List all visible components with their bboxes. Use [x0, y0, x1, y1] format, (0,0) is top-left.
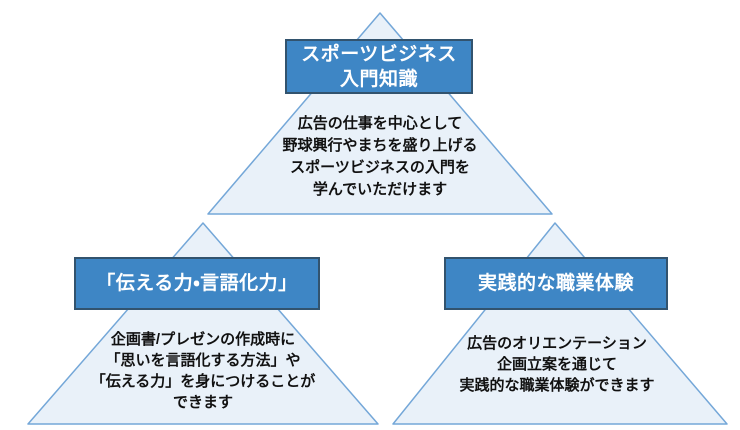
description-line: 企画立案を通じて — [496, 356, 617, 373]
description-line: 広告のオリエンテーション — [467, 335, 647, 352]
pyramid-sports-business: スポーツビジネス 入門知識 広告の仕事を中心として 野球興行やまちを盛り上げる … — [205, 10, 555, 216]
description-line: 企画書/プレゼンの作成時に — [110, 331, 296, 348]
pyramid-header: 「伝える力・言語化力」 — [74, 257, 320, 310]
pyramid-description: 広告のオリエンテーション 企画立案を通じて 実践的な職業体験ができます — [402, 333, 712, 396]
pyramid-communication-skill: 「伝える力・言語化力」 企画書/プレゼンの作成時に 「思いを言語化する方法」や … — [25, 220, 381, 426]
triangle-shape — [392, 222, 728, 425]
triangle-shape — [207, 12, 553, 215]
description-line: スポーツビジネスの入門を — [290, 159, 470, 176]
header-line: 実践的な職業体験 — [477, 273, 634, 294]
description-line: 「思いを言語化する方法」や — [105, 352, 301, 369]
triangle-shape — [27, 222, 379, 425]
header-line: 「伝える力・言語化力」 — [96, 273, 298, 294]
pyramid-header: 実践的な職業体験 — [444, 257, 668, 310]
header-line: スポーツビジネス — [301, 43, 457, 65]
description-line: 「伝える力」を身につけることが — [90, 373, 316, 390]
pyramid-work-experience: 実践的な職業体験 広告のオリエンテーション 企画立案を通じて 実践的な職業体験が… — [390, 220, 730, 426]
description-line: 学んでいただけます — [312, 181, 448, 198]
pyramid-description: 広告の仕事を中心として 野球興行やまちを盛り上げる スポーツビジネスの入門を 学… — [228, 113, 532, 201]
description-line: 実践的な職業体験ができます — [459, 377, 655, 394]
description-line: 広告の仕事を中心として — [297, 115, 463, 132]
pyramid-header: スポーツビジネス 入門知識 — [285, 39, 473, 94]
header-line: 入門知識 — [339, 68, 418, 90]
pyramid-description: 企画書/プレゼンの作成時に 「思いを言語化する方法」や 「伝える力」を身につける… — [53, 329, 353, 413]
description-line: 野球興行やまちを盛り上げる — [282, 137, 478, 154]
description-line: できます — [172, 394, 233, 411]
